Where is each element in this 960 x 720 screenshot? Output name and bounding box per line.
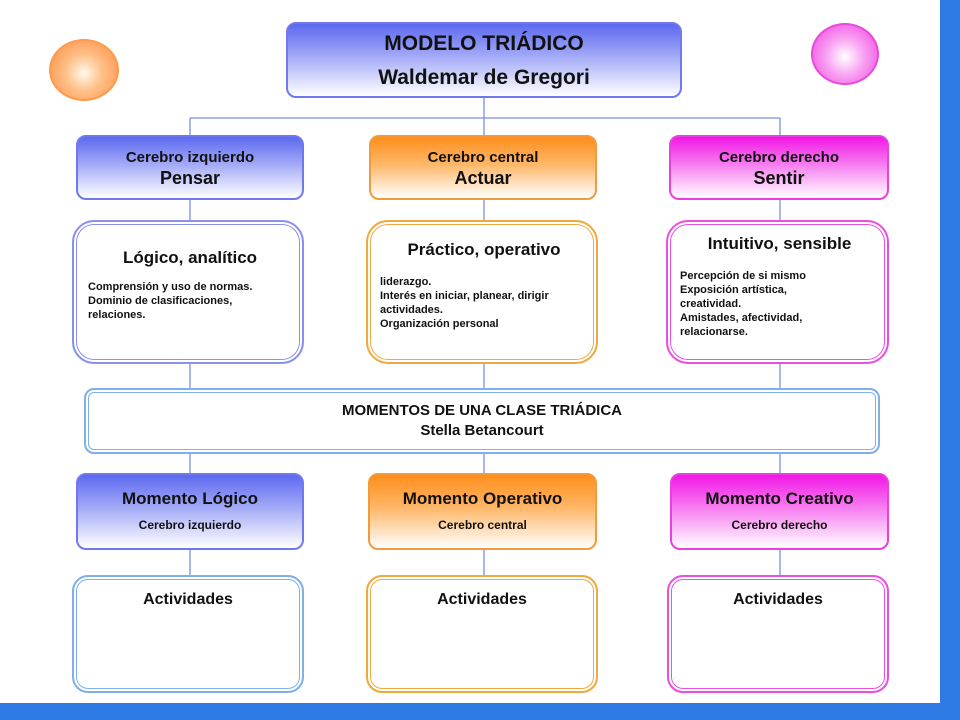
- brain-right-verb: Sentir: [753, 168, 805, 188]
- brain-right-box: Cerebro derecho Sentir: [669, 135, 889, 200]
- brain-center-verb: Actuar: [454, 168, 512, 188]
- moments-header-author: Stella Betancourt: [420, 422, 544, 439]
- trait-left-box: Lógico, analítico Comprensión y uso de n…: [72, 220, 304, 364]
- moments-header-box: MOMENTOS DE UNA CLASE TRIÁDICA Stella Be…: [84, 388, 880, 454]
- activities-center-label: Actividades: [437, 591, 527, 608]
- trait-left-description: Comprensión y uso de normas. Dominio de …: [88, 281, 253, 321]
- moment-creativo-brain: Cerebro derecho: [731, 518, 828, 532]
- moment-creativo-box: Momento Creativo Cerebro derecho: [670, 473, 889, 550]
- orange-ball-decoration: [49, 39, 119, 101]
- trait-center-description: liderazgo. Interés en iniciar, planear, …: [380, 276, 549, 330]
- moment-operativo-brain: Cerebro central: [438, 518, 527, 532]
- trait-center-title: Práctico, operativo: [407, 240, 561, 259]
- moment-logico-brain: Cerebro izquierdo: [138, 518, 242, 532]
- moment-creativo-title: Momento Creativo: [705, 489, 854, 508]
- moment-logico-box: Momento Lógico Cerebro izquierdo: [76, 473, 304, 550]
- brain-left-box: Cerebro izquierdo Pensar: [76, 135, 304, 200]
- trait-right-box: Intuitivo, sensible Percepción de si mis…: [666, 220, 889, 364]
- brain-center-box: Cerebro central Actuar: [369, 135, 597, 200]
- activities-center-box: Actividades: [366, 575, 598, 693]
- brain-left-label: Cerebro izquierdo: [125, 149, 255, 166]
- brain-center-label: Cerebro central: [427, 149, 539, 166]
- brain-left-verb: Pensar: [159, 168, 221, 188]
- title-text: MODELO TRIÁDICO: [384, 32, 584, 55]
- title-box: MODELO TRIÁDICO Waldemar de Gregori: [286, 22, 682, 98]
- trait-right-title: Intuitivo, sensible: [707, 234, 852, 253]
- trait-left-title: Lógico, analítico: [122, 248, 258, 267]
- brain-right-label: Cerebro derecho: [718, 149, 840, 166]
- activities-right-label: Actividades: [733, 591, 823, 608]
- frame-bottom-border: [0, 703, 960, 720]
- pink-ball-decoration: [811, 23, 879, 85]
- trait-center-box: Práctico, operativo liderazgo. Interés e…: [366, 220, 598, 364]
- trait-right-description: Percepción de si mismo Exposición artíst…: [680, 270, 806, 338]
- title-author: Waldemar de Gregori: [378, 66, 590, 89]
- moments-header-title: MOMENTOS DE UNA CLASE TRIÁDICA: [341, 402, 622, 419]
- moment-operativo-box: Momento Operativo Cerebro central: [368, 473, 597, 550]
- moment-operativo-title: Momento Operativo: [402, 489, 563, 508]
- activities-left-box: Actividades: [72, 575, 304, 693]
- moment-logico-title: Momento Lógico: [122, 489, 258, 508]
- activities-left-label: Actividades: [143, 591, 233, 608]
- frame-right-border: [940, 0, 960, 720]
- activities-right-box: Actividades: [667, 575, 889, 693]
